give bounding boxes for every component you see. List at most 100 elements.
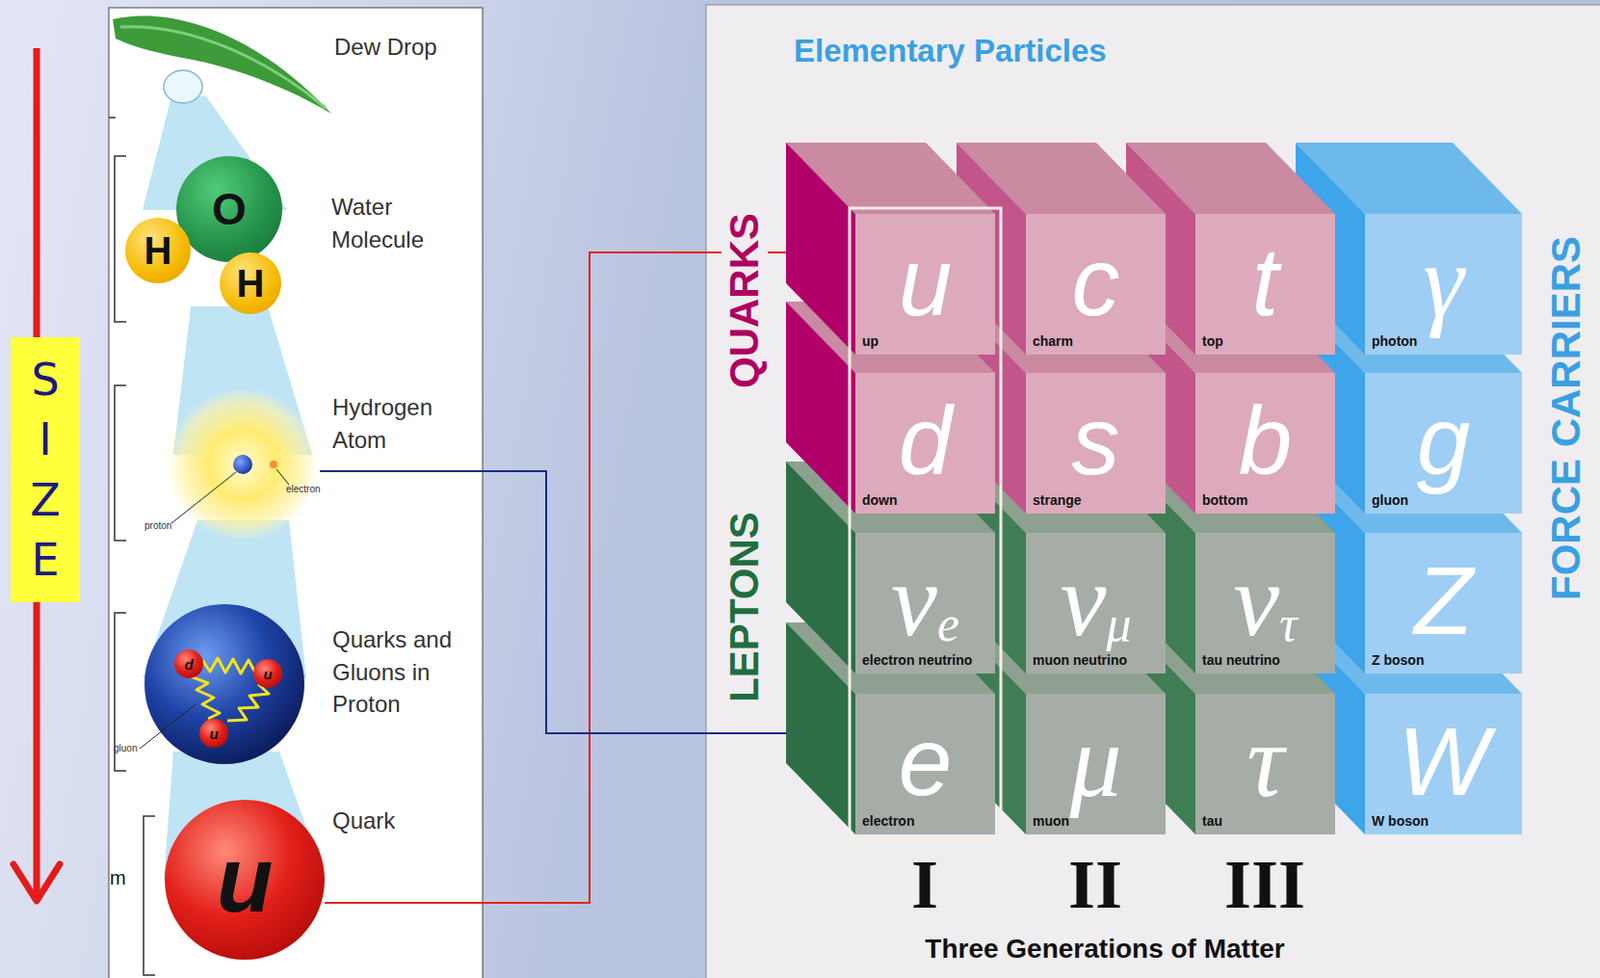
particle-symbol: g [1416, 386, 1471, 495]
particle-name: W boson [1371, 813, 1429, 829]
electron-label: electron [286, 483, 321, 495]
particle-name: top [1202, 333, 1224, 349]
particle-symbol: Z [1414, 546, 1473, 655]
particle-cube: sstrange [1025, 372, 1166, 514]
symbol-subscript: τ [1279, 596, 1298, 652]
symbol-box: e [855, 707, 996, 815]
particle-name: muon [1032, 813, 1070, 829]
symbol-box: t [1195, 227, 1336, 336]
particle-name: strange [1032, 492, 1082, 508]
group-label: FORCE CARRIERS [1543, 232, 1590, 604]
particle-name: tau [1202, 813, 1223, 829]
particle-symbol: ν [1059, 542, 1106, 657]
particle-cube: νμmuon neutrino [1025, 532, 1166, 674]
particle-name: bottom [1202, 492, 1248, 508]
symbol-box: u [855, 227, 996, 336]
particle-name: muon neutrino [1032, 652, 1128, 668]
particle-cube: t top [1195, 213, 1336, 355]
symbol-box: γ [1364, 227, 1522, 336]
particle-letter: H [236, 263, 265, 303]
right-panel [706, 4, 1600, 978]
generation-outline [849, 208, 1001, 840]
particle-symbol: e [898, 707, 953, 815]
particle-name: electron neutrino [862, 652, 972, 668]
group-label: LEPTONS [721, 507, 768, 707]
particle-symbol: γ [1422, 223, 1465, 339]
generation-number: I [911, 849, 939, 919]
particle-name: up [862, 333, 879, 349]
size-label: SIZE [28, 349, 63, 589]
particle-symbol: ν [891, 542, 938, 657]
node-heading: Quarks and Gluons in Proton [332, 623, 468, 721]
particle-cube: u up [855, 213, 996, 355]
symbol-box: νe [855, 546, 996, 655]
node-heading: Quark [332, 804, 468, 838]
proton-label: proton [144, 520, 172, 531]
particle-symbol: s [1072, 386, 1121, 495]
row-1-faces [786, 142, 1522, 355]
hydrogen-atom-ball: H [125, 217, 191, 284]
particle-symbol: W [1397, 707, 1489, 815]
particle-letter: H [144, 231, 173, 270]
gluon-label: gluon [113, 742, 137, 754]
particle-cube: ddown [855, 372, 996, 514]
particle-symbol: d [898, 386, 953, 495]
quark-sphere: Quarku [164, 799, 325, 960]
node-heading: Hydrogen Atom [332, 391, 468, 456]
particle-cube: ggluon [1364, 372, 1522, 514]
particle-cube: ccharm [1025, 213, 1166, 355]
symbol-box: d [855, 386, 996, 495]
symbol-box: b [1195, 386, 1336, 495]
particle-letter: u [216, 833, 274, 926]
particle-cube: τ tau [1195, 693, 1336, 835]
node-heading: Water Molecule [331, 190, 467, 256]
quark-ball: u [199, 718, 229, 748]
particle-cube: eelectron [855, 693, 996, 835]
symbol-box: c [1025, 227, 1166, 336]
symbol-box: W [1364, 707, 1522, 815]
symbol-box: ντ [1195, 546, 1336, 655]
leaf-drawing [112, 15, 332, 114]
particle-symbol: c [1072, 227, 1121, 336]
particle-symbol: u [898, 227, 953, 336]
particle-name: gluon [1371, 492, 1409, 508]
particle-name: photon [1371, 333, 1417, 349]
proton: Quarks and Gluons in Protongluonduu [144, 603, 305, 764]
hydrogen-atom-ball: H [219, 252, 282, 315]
particle-cube: νeelectron neutrino [855, 532, 996, 674]
panel-title: Elementary Particles [793, 32, 1107, 70]
quark-ball: d [174, 649, 204, 679]
node-heading: Dew Drop [334, 30, 470, 64]
generation-number: II [1068, 849, 1123, 919]
particle-name: electron [862, 813, 915, 829]
particle-symbol: μ [1069, 703, 1122, 818]
particle-symbol: ν [1232, 542, 1280, 657]
quark-ball: u [253, 658, 283, 688]
particle-symbol: t [1252, 227, 1280, 336]
particle-name: charm [1032, 333, 1074, 349]
particle-cube: ντtau neutrino [1195, 532, 1336, 674]
zoom-cones [142, 96, 325, 879]
particle-letter: u [262, 666, 272, 682]
oxygen-atom: O [176, 156, 283, 263]
symbol-box: μ [1025, 707, 1166, 815]
connector-line [319, 471, 856, 734]
symbol-box: Z [1364, 546, 1522, 655]
symbol-box: s [1025, 386, 1166, 495]
group-label: QUARKS [721, 209, 768, 393]
generation-number: III [1224, 849, 1306, 919]
particle-letter: O [211, 186, 247, 232]
water-molecule: Water MoleculeOHH [123, 154, 286, 318]
symbol-box: νμ [1025, 546, 1166, 655]
particle-symbol: τ [1246, 703, 1285, 818]
particle-cube: γphoton [1364, 213, 1522, 355]
particle-cube: ZZ boson [1364, 532, 1522, 674]
symbol-subscript: μ [1105, 596, 1131, 652]
particle-name: tau neutrino [1202, 652, 1281, 668]
proton-drawing [139, 603, 305, 764]
size-box: SIZE [10, 337, 80, 603]
particle-cube: WW boson [1364, 693, 1522, 835]
particle-letter: u [209, 726, 218, 741]
connector-line [324, 252, 856, 903]
hydrogen-drawing [165, 387, 320, 542]
